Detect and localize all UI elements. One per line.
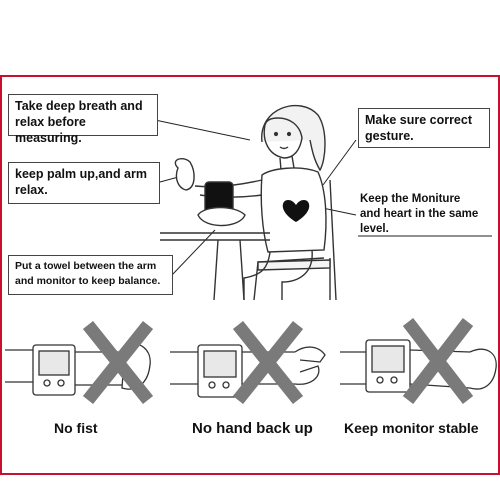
label-level-line1: Keep the Moniture bbox=[360, 193, 461, 205]
caption-no-hand-back-up: No hand back up bbox=[192, 420, 313, 437]
callout-breath-line1: Take deep breath and bbox=[15, 99, 143, 113]
caption-keep-monitor-stable: Keep monitor stable bbox=[344, 420, 479, 436]
frame-right-border bbox=[498, 75, 500, 475]
label-level: Keep the Moniture and heart in the same … bbox=[360, 192, 495, 237]
leader-gesture bbox=[322, 139, 357, 186]
callout-palm-line2: relax. bbox=[15, 183, 48, 197]
cross-marks bbox=[82, 318, 474, 405]
frame-left-border bbox=[0, 75, 2, 475]
diagram-frame bbox=[0, 75, 500, 475]
callout-gesture-line1: Make sure correct bbox=[365, 113, 473, 127]
cross-icon-3 bbox=[402, 318, 474, 404]
callout-towel: Put a towel between the arm and monitor … bbox=[8, 255, 173, 295]
callout-palm-line1: keep palm up,and arm bbox=[15, 167, 147, 181]
seated-woman-figure bbox=[160, 104, 337, 301]
cross-icon-2 bbox=[232, 320, 304, 405]
callout-breath: Take deep breath and relax before measur… bbox=[8, 94, 158, 145]
monitor-stable-panel bbox=[340, 339, 497, 393]
label-level-line2: and heart in the same bbox=[360, 208, 479, 220]
cross-icon-1 bbox=[82, 320, 154, 405]
caption-no-fist: No fist bbox=[54, 420, 98, 436]
callout-towel-line2: and monitor to keep balance. bbox=[15, 275, 161, 287]
callout-palm: keep palm up,and arm relax. bbox=[8, 162, 160, 204]
label-level-line3: level. bbox=[360, 223, 389, 235]
callout-gesture: Make sure correct gesture. bbox=[358, 108, 490, 148]
leader-lines bbox=[154, 119, 357, 276]
heart-icon bbox=[282, 199, 310, 222]
callout-breath-line2: relax before measuring. bbox=[15, 115, 86, 145]
hand-back-panel bbox=[170, 344, 326, 398]
leader-breath bbox=[154, 119, 251, 141]
leader-towel bbox=[171, 229, 216, 276]
callout-gesture-line2: gesture. bbox=[365, 129, 414, 143]
callout-towel-line1: Put a towel between the arm bbox=[15, 260, 157, 272]
